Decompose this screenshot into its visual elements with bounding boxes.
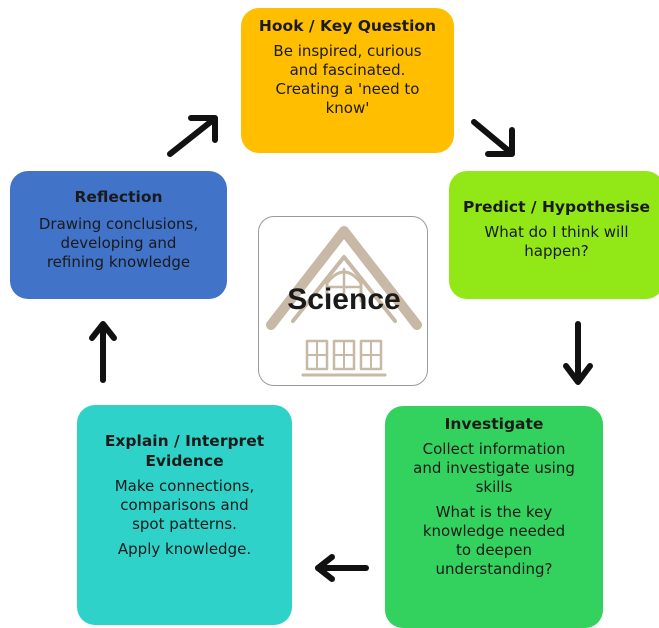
arrow-down-icon	[563, 321, 593, 385]
investigate-text-line: knowledge needed	[422, 522, 566, 540]
hook-text-line: Creating a 'need to	[275, 80, 420, 98]
predict-title: Predict / Hypothesise	[462, 198, 651, 216]
investigate-text-line: What is the key	[435, 503, 553, 521]
explain-title-line: Explain / Interpret	[104, 432, 265, 450]
science-label: Science	[287, 283, 401, 316]
reflection-title: Reflection	[74, 188, 163, 206]
arrow-up-right-icon	[167, 115, 218, 157]
hook-text-line: Be inspired, curious	[273, 42, 422, 60]
investigate-text-line: Collect information	[422, 440, 566, 458]
reflection-text-line: developing and	[60, 234, 177, 252]
reflection-box: Reflection Drawing conclusions, developi…	[10, 171, 227, 299]
explain-paragraph: Make connections, comparisons and spot p…	[87, 477, 282, 534]
arrow-up-icon	[89, 321, 117, 383]
hook-text-line: know'	[325, 99, 370, 117]
explain-title-line: Evidence	[145, 452, 224, 470]
investigate-paragraph: Collect information and investigate usin…	[395, 440, 593, 497]
predict-text-line: What do I think will	[484, 223, 629, 241]
explain-text-line: Apply knowledge.	[117, 540, 252, 558]
reflection-text-line: refining knowledge	[46, 253, 191, 271]
explain-title: Explain / Interpret Evidence	[87, 431, 282, 471]
explain-text-line: Make connections,	[114, 477, 255, 495]
science-logo-card: Science	[258, 216, 428, 386]
investigate-box: Investigate Collect information and inve…	[385, 406, 603, 628]
explain-text-line: comparisons and	[120, 496, 249, 514]
investigate-text-line: and investigate using	[413, 459, 575, 477]
explain-interpret-evidence-box: Explain / Interpret Evidence Make connec…	[77, 405, 292, 625]
reflection-text-line: Drawing conclusions,	[38, 215, 199, 233]
investigate-text-line: skills	[475, 478, 513, 496]
school-building-logo-icon	[266, 226, 422, 377]
investigate-title: Investigate	[444, 415, 544, 433]
investigate-text-line: to deepen	[455, 541, 533, 559]
investigate-paragraph: What is the key knowledge needed to deep…	[395, 503, 593, 579]
hook-key-question-box: Hook / Key Question Be inspired, curious…	[241, 8, 454, 153]
hook-text-line: and fascinated.	[289, 61, 406, 79]
investigate-text-line: understanding?	[435, 560, 553, 578]
explain-text-line: spot patterns.	[132, 515, 237, 533]
arrow-left-icon	[315, 554, 369, 582]
predict-hypothesise-box: Predict / Hypothesise What do I think wi…	[449, 171, 659, 299]
predict-text-line: happen?	[524, 242, 589, 260]
hook-title: Hook / Key Question	[258, 17, 437, 35]
arrow-down-right-icon	[471, 119, 515, 157]
explain-paragraph: Apply knowledge.	[87, 540, 282, 559]
